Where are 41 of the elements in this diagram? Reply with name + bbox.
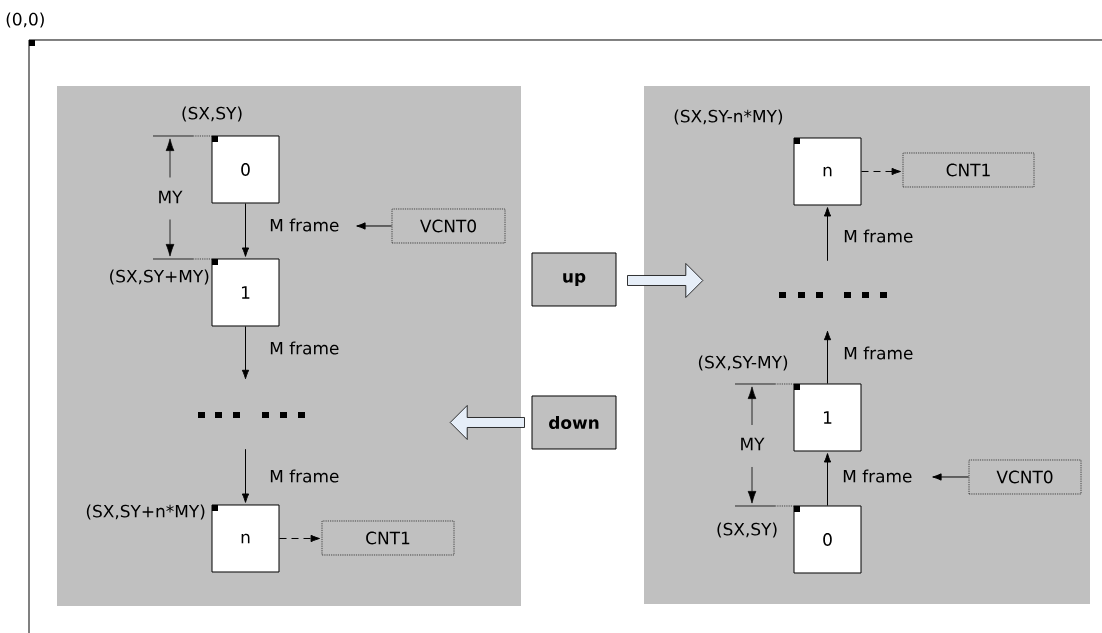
arrow (823, 207, 832, 262)
register-box: CNT1 (321, 520, 455, 556)
coordinate-label: (SX,SY-MY) (698, 355, 788, 371)
register-box: VCNT0 (391, 208, 506, 244)
arrow (823, 453, 832, 506)
frame-box: 0 (211, 135, 280, 204)
block-arrow (449, 405, 525, 440)
edge-label: M frame (842, 345, 915, 361)
frame-box: 1 (211, 258, 280, 327)
block-arrow (627, 263, 704, 298)
dimension-label: MY (159, 190, 183, 204)
arrow (241, 203, 250, 257)
button: up (531, 252, 617, 307)
arrow (823, 330, 832, 384)
coordinate-label: (SX,SY-n*MY) (674, 109, 783, 125)
coordinate-label: (SX,SY+n*MY) (86, 504, 205, 520)
edge-label: M frame (842, 228, 915, 244)
frame-box: 1 (793, 383, 862, 452)
edge-label: M frame (268, 217, 341, 233)
edge-label: M frame (268, 340, 341, 356)
coordinate-label: (0,0) (6, 12, 44, 28)
edge-label: M frame (841, 468, 914, 484)
dimension-label: MY (741, 437, 765, 451)
dashed-arrow (861, 167, 901, 176)
edge-label: M frame (268, 468, 341, 484)
frame-box: n (793, 137, 862, 206)
coordinate-label: (SX,SY+MY) (110, 269, 209, 285)
register-box: VCNT0 (968, 459, 1082, 495)
ellipsis-dots (779, 292, 887, 298)
arrow (241, 326, 250, 380)
coordinate-label: (SX,SY) (182, 106, 242, 122)
coordinate-label: (SX,SY) (717, 522, 777, 538)
register-box: CNT1 (902, 152, 1035, 188)
frame-box: 0 (793, 505, 862, 574)
frame-box: n (211, 504, 280, 573)
arrow (356, 222, 393, 230)
button: down (531, 395, 617, 450)
arrow (932, 473, 970, 481)
arrow (241, 448, 250, 503)
ellipsis-dots (198, 412, 305, 418)
dashed-arrow (279, 534, 320, 543)
